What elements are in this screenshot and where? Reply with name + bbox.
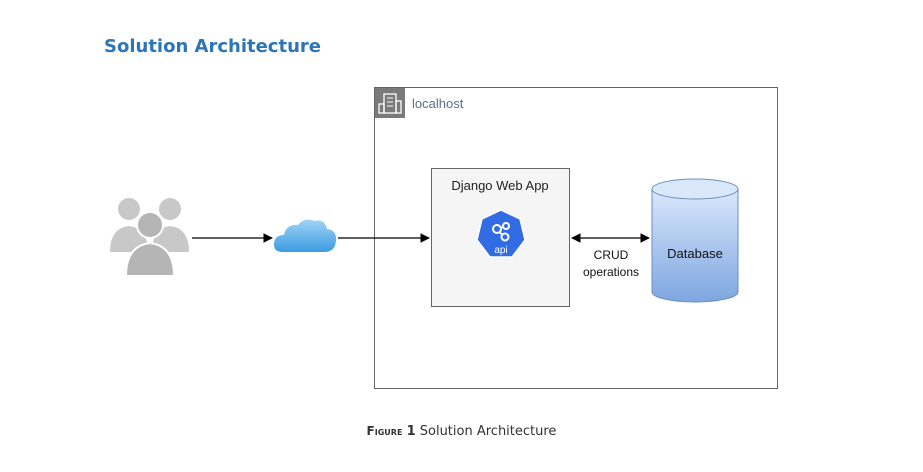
caption-prefix: Figure bbox=[366, 424, 403, 438]
crud-label: CRUD bbox=[594, 248, 629, 262]
figure-caption: Figure 1 Solution Architecture bbox=[0, 424, 923, 439]
django-app-label: Django Web App bbox=[451, 178, 548, 193]
building-icon bbox=[375, 88, 405, 118]
caption-number: 1 bbox=[406, 424, 416, 439]
page-heading: Solution Architecture bbox=[104, 36, 321, 57]
users-icon bbox=[110, 198, 189, 277]
cloud-icon bbox=[273, 219, 337, 252]
architecture-diagram: localhost Django Web App api CRUD operat… bbox=[110, 87, 778, 389]
caption-text: Solution Architecture bbox=[419, 424, 557, 439]
operations-label: operations bbox=[583, 265, 639, 279]
database-label: Database bbox=[667, 246, 723, 261]
kubernetes-api-icon: api bbox=[476, 209, 526, 258]
api-label: api bbox=[494, 245, 507, 256]
localhost-label: localhost bbox=[412, 96, 464, 111]
database-icon bbox=[651, 178, 739, 303]
